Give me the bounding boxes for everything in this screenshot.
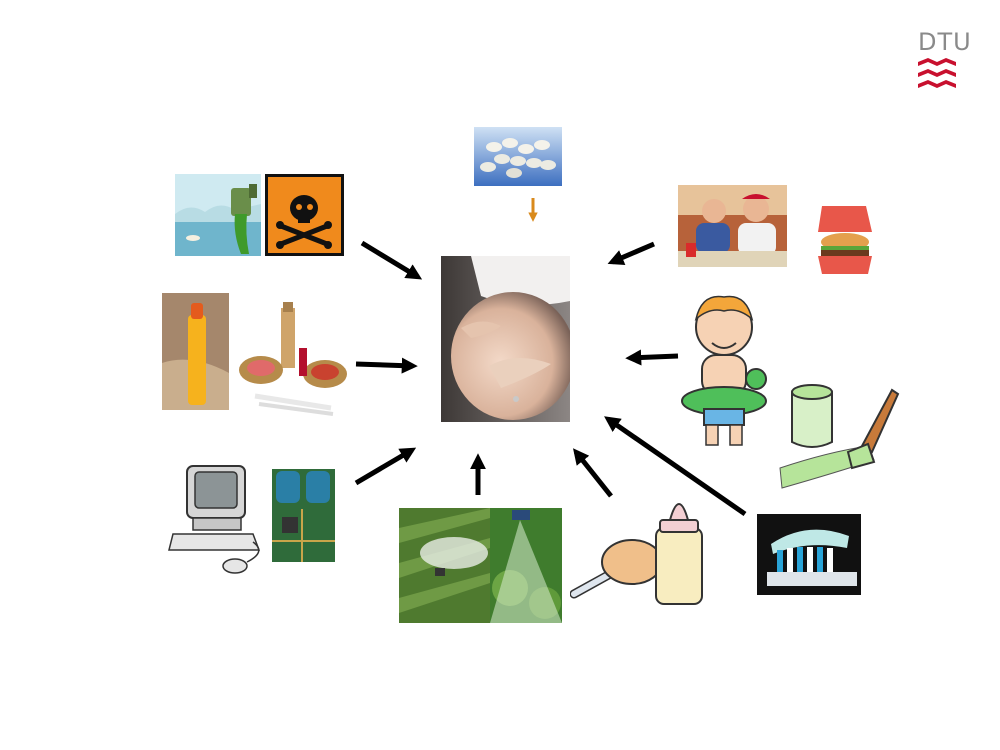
sunscreen-icon <box>162 293 229 410</box>
arrow-fast-food <box>607 241 655 265</box>
arrow-toys-paint <box>625 349 679 366</box>
inflatable-toy-icon <box>678 289 770 451</box>
arrow-baby-products <box>573 448 613 498</box>
crop-spraying-icon <box>399 508 490 623</box>
makeup-icon <box>233 300 351 418</box>
arrow-cosmetics <box>355 357 418 374</box>
pregnant-belly-image <box>441 256 570 422</box>
baby-bottle-icon <box>570 490 710 610</box>
polluted-water-icon <box>175 174 261 256</box>
sprinkler-icon <box>490 508 562 623</box>
children-eating-icon <box>678 185 787 267</box>
pills-icon <box>474 127 562 186</box>
dtu-logo-waves-icon <box>918 58 956 88</box>
computer-icon <box>167 462 272 577</box>
arrow-toothpaste <box>604 416 747 517</box>
burger-box-icon <box>800 198 886 280</box>
paint-can-icon <box>778 372 900 494</box>
toxic-hazard-icon <box>265 174 344 256</box>
arrow-pollution <box>360 240 423 280</box>
arrow-electronics <box>354 447 417 486</box>
toothbrush-icon <box>757 514 861 595</box>
circuit-board-icon <box>272 469 335 562</box>
